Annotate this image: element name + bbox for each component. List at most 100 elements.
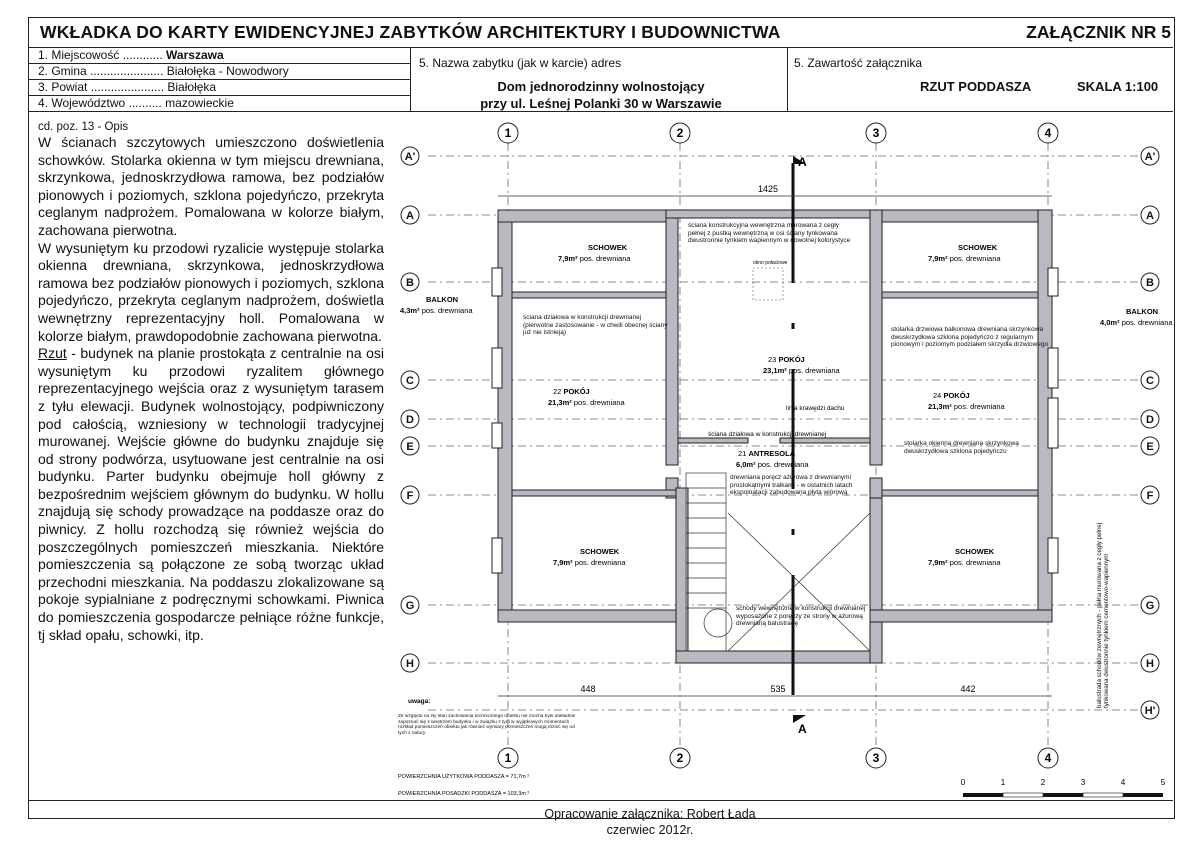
note-balcony-door: stolarka drzwiowa balkonowa drewniana sk… (891, 326, 1048, 348)
axis-bubbles-bottom: 1 2 3 4 (497, 747, 1059, 769)
scale-5: 5 (1161, 778, 1166, 787)
row-right-e: E (1146, 441, 1153, 453)
note-window: stolarka okienna drewniana skrzynkowa dw… (904, 440, 1019, 455)
location-powiat: 3. Powiat ...................... Białołę… (38, 80, 217, 94)
room-balkon-w-area: 4,3m² pos. drewniana (400, 306, 473, 315)
note-railing: drewniana poręcz ażurowa z drewnianymi p… (730, 474, 852, 496)
row-left-e: E (406, 441, 413, 453)
axis-bubbles-top: 1 2 3 4 (497, 122, 1059, 144)
note-area-floor: POWIERZCHNIA POSADZKI PODDASZA = 103,3m … (398, 791, 529, 797)
description: cd. poz. 13 - Opis W ścianach szczytowyc… (38, 120, 384, 644)
section-mark-bottom: A (798, 722, 807, 736)
axis-top-2: 2 (677, 126, 684, 140)
header-rule-bottom (28, 111, 1173, 112)
walls (497, 209, 1053, 664)
description-p2: W wysuniętym ku przodowi ryzalicie wystę… (38, 239, 384, 344)
scale-4: 4 (1121, 778, 1126, 787)
room-schowek-ne-area: 7,9m² pos. drewniana (928, 254, 1001, 263)
axis-top-3: 3 (873, 126, 880, 140)
drawing-title: RZUT PODDASZA (920, 79, 1032, 94)
scale-2: 2 (1041, 778, 1046, 787)
description-p1: W ścianach szczytowych umieszczono doświ… (38, 134, 384, 238)
room-schowek-sw-area: 7,9m² pos. drewniana (553, 558, 626, 567)
dim-bottom-2: 535 (770, 684, 785, 694)
drawing-scale: SKALA 1:100 (1077, 79, 1159, 94)
room-balkon-w: BALKON (426, 295, 458, 304)
room-antresola: 21 ANTRESOLA (738, 449, 796, 458)
note-uwaga-text: Ze względu na zły stan zachowania techni… (398, 714, 575, 736)
row-left-a-prime: A' (405, 151, 416, 163)
section-mark-top: A (798, 155, 807, 169)
row-left-c: C (406, 375, 414, 387)
room-pokoj-23-area: 23,1m² pos. drewniana (763, 366, 841, 375)
loc-row-1 (28, 63, 410, 64)
object-label: 5. Nazwa zabytku (jak w karcie) adres (419, 56, 622, 70)
row-left-b: B (406, 277, 414, 289)
stairs (685, 472, 871, 652)
annex-number: ZAŁĄCZNIK NR 5 (1026, 22, 1171, 42)
room-schowek-ne: SCHOWEK (958, 243, 998, 252)
note-area-usable: POWIERZCHNIA UŻYTKOWA PODDASZA = 71,7m ² (398, 773, 529, 780)
scale-3: 3 (1081, 778, 1086, 787)
room-labels: SCHOWEK 7,9m² pos. drewniana SCHOWEK 7,9… (400, 243, 1173, 567)
header-divider-2 (787, 47, 788, 111)
dim-bottom-3: 442 (960, 684, 975, 694)
room-pokoj-22-area: 21,3m² pos. drewniana (548, 398, 626, 407)
note-uwaga: uwaga: (408, 698, 430, 705)
scale-bar: 0 1 2 3 4 5 (961, 778, 1166, 798)
plan-notes: ściana konstrukcyjna wewnętrzna murowana… (398, 222, 1048, 797)
contents-label: 5. Zawartość załącznika (794, 56, 923, 70)
axis-bottom-3: 3 (873, 751, 880, 765)
row-left-f: F (407, 490, 414, 502)
row-right-a: A (1146, 210, 1154, 222)
axis-top-4: 4 (1045, 126, 1052, 140)
loc-row-3 (28, 95, 410, 96)
object-name-line2: przy ul. Leśnej Polanki 30 w Warszawie (480, 96, 722, 111)
room-schowek-se-area: 7,9m² pos. drewniana (928, 558, 1001, 567)
row-bubbles-right: A' A B C D E F G H H' (1140, 146, 1160, 720)
row-right-b: B (1146, 277, 1154, 289)
room-pokoj-23: 23 POKÓJ (768, 355, 805, 364)
note-wall: ściana konstrukcyjna wewnętrzna murowana… (688, 222, 850, 244)
footer-author: Opracowanie załącznika: Robert Łada (544, 807, 756, 821)
row-right-g: G (1146, 600, 1155, 612)
scale-0: 0 (961, 778, 966, 787)
floor-plan: A A 1 2 3 4 1 2 3 4 A' A B C D E F G H A… (398, 122, 1173, 798)
footer: Opracowanie załącznika: Robert Łada czer… (500, 806, 800, 838)
row-left-d: D (406, 414, 414, 426)
row-right-h-prime: H' (1145, 705, 1156, 717)
row-right-a-prime: A' (1145, 151, 1156, 163)
row-left-h: H (406, 658, 414, 670)
room-schowek-nw: SCHOWEK (588, 243, 628, 252)
description-p3: Rzut - budynek na planie prostokąta z ce… (38, 345, 384, 643)
sheet-frame (28, 17, 1175, 819)
room-pokoj-24: 24 POKÓJ (933, 391, 970, 400)
row-right-d: D (1146, 414, 1154, 426)
object-name: Dom jednorodzinny wolnostojący przy ul. … (416, 78, 786, 112)
row-bubbles-left: A' A B C D E F G H (400, 146, 420, 673)
note-partition2: ściana działowa w konstrukcji drewnianej (708, 431, 826, 438)
row-left-g: G (406, 600, 415, 612)
dim-total: 1425 (758, 184, 778, 194)
dim-bottom-1: 448 (580, 684, 595, 694)
location-gmina: 2. Gmina ...................... Białołęk… (38, 64, 289, 78)
location-miejscowosc: 1. Miejscowość ............ Warszawa (38, 48, 224, 62)
scale-1: 1 (1001, 778, 1006, 787)
note-okno: okno połaciowe (753, 260, 788, 266)
room-antresola-area: 6,0m² pos. drewniana (736, 460, 809, 469)
axis-bottom-4: 4 (1045, 751, 1052, 765)
window-openings (491, 267, 1059, 574)
section-line-a (791, 156, 806, 723)
row-right-h: H (1146, 658, 1154, 670)
loc-row-2 (28, 79, 410, 80)
room-pokoj-24-area: 21,3m² pos. drewniana (928, 402, 1006, 411)
location-wojewodztwo: 4. Województwo .......... mazowieckie (38, 96, 234, 110)
room-schowek-nw-area: 7,9m² pos. drewniana (558, 254, 631, 263)
axis-bottom-1: 1 (505, 751, 512, 765)
description-sub: cd. poz. 13 - Opis (38, 121, 129, 133)
axis-top-1: 1 (505, 126, 512, 140)
room-balkon-e: BALKON (1126, 307, 1158, 316)
note-balustrade: balustrada schodów zewnętrznych - pełna … (1096, 523, 1110, 708)
axis-bottom-2: 2 (677, 751, 684, 765)
room-schowek-sw: SCHOWEK (580, 547, 620, 556)
